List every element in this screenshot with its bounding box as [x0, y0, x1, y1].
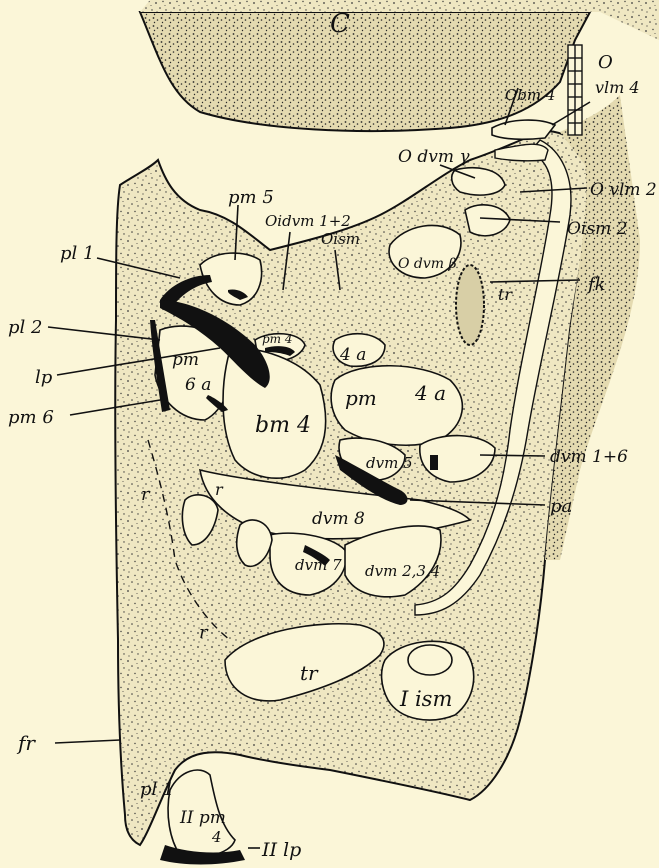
label-IIpm4-a: II pm	[179, 808, 226, 828]
iism-inner-circle	[408, 645, 452, 675]
label-pm6a-6a: 6 a	[185, 375, 211, 395]
label-tr-lower: tr	[300, 661, 319, 685]
label-4a-upper: 4 a	[339, 345, 366, 365]
label-r-mid: r	[215, 480, 224, 499]
label-Obm4: Obm 4	[505, 86, 555, 104]
label-pm6a-pm: pm	[172, 350, 199, 370]
label-bm4: bm 4	[255, 413, 311, 438]
cell-column	[568, 45, 582, 135]
label-IIlp: II lp	[261, 839, 301, 861]
label-pm4: pm 4	[262, 332, 293, 346]
label-dvm5: dvm 5	[366, 454, 413, 472]
label-Oism2: Oism 2	[567, 219, 627, 239]
label-vlm4: vlm 4	[595, 78, 640, 97]
label-pm6: pm 6	[8, 407, 54, 428]
fk-gland	[456, 265, 484, 345]
label-lp: lp	[35, 367, 53, 388]
label-dvm8: dvm 8	[312, 509, 365, 529]
label-Ovlm2: O vlm 2	[590, 180, 657, 200]
label-4a-mid: 4 a	[414, 381, 446, 405]
label-fr: fr	[16, 731, 36, 755]
label-pl1-lower: pl 1	[140, 779, 174, 800]
obm4-muscle	[492, 120, 555, 139]
label-O: O	[598, 52, 613, 73]
cuticle-top-mass	[140, 12, 590, 131]
label-pl2: pl 2	[8, 317, 42, 338]
label-IIpm4-b: 4	[211, 828, 222, 846]
label-Oism: Oism	[321, 230, 360, 248]
label-fk: fk	[586, 274, 606, 295]
dvm16-dark	[430, 455, 438, 470]
label-pm-mid: pm	[345, 386, 377, 410]
label-Odvm-gamma: O dvm γ	[398, 147, 470, 167]
label-pl1: pl 1	[60, 243, 94, 264]
label-Odvm-beta: O dvm β	[398, 256, 457, 272]
label-r-lower: r	[199, 622, 209, 643]
label-C: C	[330, 9, 350, 39]
label-dvm7: dvm 7	[295, 556, 342, 574]
label-dvm16: dvm 1+6	[550, 447, 628, 467]
label-pm5: pm 5	[228, 187, 274, 208]
label-Iism: I ism	[399, 687, 452, 711]
label-tr-upper: tr	[498, 285, 513, 304]
label-r-left: r	[141, 484, 151, 505]
label-dvm234: dvm 2,3,4	[365, 562, 440, 580]
label-Oidvm12: Oidvm 1+2	[265, 212, 351, 230]
label-pa: pa	[550, 496, 572, 517]
